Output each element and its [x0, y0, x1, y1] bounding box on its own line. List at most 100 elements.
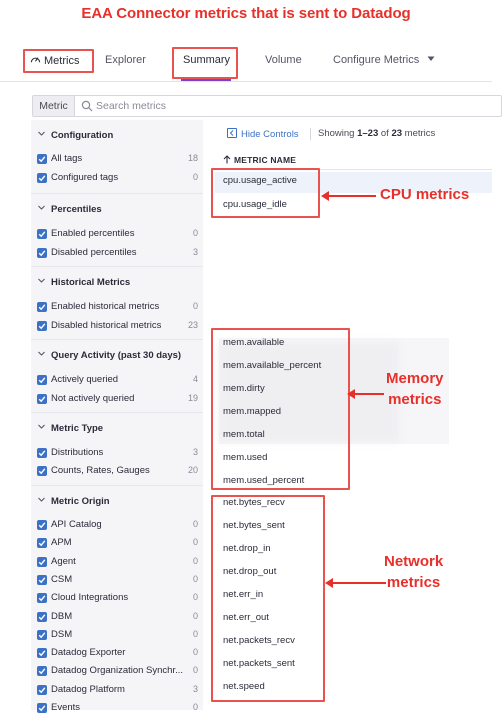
- facet-section-header[interactable]: Query Activity (past 30 days): [37, 349, 181, 361]
- facet-count: 0: [192, 592, 198, 603]
- facet-label: CSM: [51, 573, 73, 585]
- tab-configure-label: Configure Metrics: [333, 54, 420, 66]
- checkbox-checked-icon[interactable]: [37, 520, 47, 530]
- facet-section-title: Configuration: [51, 130, 114, 141]
- metric-name: mem.available_percent: [223, 360, 322, 371]
- facet-count: 0: [192, 610, 198, 621]
- metric-name: mem.used: [223, 452, 268, 463]
- checkbox-checked-icon[interactable]: [37, 593, 47, 604]
- facet-count: 0: [192, 702, 198, 712]
- facet-label: Counts, Rates, Gauges: [51, 465, 150, 476]
- selected-row-highlight: [215, 172, 492, 193]
- facet-checkbox-row[interactable]: Disabled percentiles 3: [37, 247, 198, 261]
- facet-label: Agent: [51, 555, 76, 567]
- facet-section-title: Metric Origin: [51, 496, 110, 507]
- metric-search-bar: Metric: [32, 95, 502, 117]
- facet-section-header[interactable]: Metric Type: [37, 422, 103, 434]
- facet-label: Disabled percentiles: [51, 247, 137, 258]
- checkbox-checked-icon[interactable]: [37, 466, 47, 476]
- metric-name: net.drop_in: [223, 543, 271, 554]
- checkbox-checked-icon[interactable]: [37, 666, 47, 677]
- checkbox-checked-icon[interactable]: [37, 629, 47, 640]
- checkbox-checked-icon[interactable]: [37, 375, 47, 385]
- panel-collapse-icon: [227, 128, 237, 138]
- facet-label: Disabled historical metrics: [51, 320, 162, 331]
- facet-checkbox-row[interactable]: CSM 0: [37, 574, 198, 588]
- checkbox-checked-icon[interactable]: [37, 556, 47, 567]
- metric-name-column-header[interactable]: METRIC NAME: [215, 150, 492, 170]
- facet-count: 0: [192, 573, 198, 584]
- facet-label: Configured tags: [51, 172, 119, 183]
- metric-name: net.drop_out: [223, 566, 277, 577]
- checkbox-checked-icon[interactable]: [37, 611, 47, 622]
- facet-checkbox-row[interactable]: Datadog Organization Synchr...0: [37, 665, 198, 679]
- facet-label: All tags: [51, 153, 83, 164]
- facet-section-header[interactable]: Percentiles: [37, 203, 102, 215]
- facet-section-header[interactable]: Configuration: [37, 129, 113, 141]
- facet-count: 0: [192, 537, 198, 548]
- checkbox-checked-icon[interactable]: [37, 703, 47, 713]
- tab-explorer[interactable]: Explorer: [105, 54, 146, 66]
- facet-section-header[interactable]: Historical Metrics: [37, 276, 130, 288]
- metric-name: mem.available: [223, 337, 285, 348]
- caret-down-icon: [427, 56, 435, 61]
- tab-volume[interactable]: Volume: [265, 54, 302, 66]
- facet-checkbox-row[interactable]: API Catalog 0: [37, 519, 198, 533]
- annotation-memory-line1: Memory: [386, 370, 444, 387]
- metric-name: net.err_in: [223, 589, 264, 600]
- tab-summary[interactable]: Summary: [183, 54, 231, 66]
- facet-section-header[interactable]: Metric Origin: [37, 495, 110, 507]
- facet-label: Distributions: [51, 447, 104, 458]
- hide-controls-button[interactable]: Hide Controls: [227, 128, 299, 140]
- checkbox-checked-icon[interactable]: [37, 248, 47, 258]
- checkbox-checked-icon[interactable]: [37, 448, 47, 458]
- tab-metrics[interactable]: Metrics: [30, 54, 79, 67]
- search-scope-tag[interactable]: Metric: [33, 96, 75, 116]
- facet-section-title: Metric Type: [51, 423, 104, 434]
- checkbox-checked-icon[interactable]: [37, 154, 47, 164]
- checkbox-checked-icon[interactable]: [37, 173, 47, 183]
- facet-label: DBM: [51, 610, 73, 622]
- chevron-down-icon: [38, 424, 45, 429]
- divider: [310, 128, 311, 140]
- checkbox-checked-icon[interactable]: [37, 574, 47, 585]
- checkbox-checked-icon[interactable]: [37, 684, 47, 695]
- checkbox-checked-icon[interactable]: [37, 648, 47, 659]
- metric-name: net.err_out: [223, 612, 269, 623]
- metric-name: cpu.usage_active: [223, 175, 297, 186]
- facet-label: Not actively queried: [51, 393, 135, 404]
- checkbox-checked-icon[interactable]: [37, 538, 47, 549]
- facet-checkbox-row[interactable]: APM 0: [37, 537, 198, 551]
- facet-count: 0: [192, 519, 198, 529]
- facet-section-title: Percentiles: [51, 204, 102, 215]
- checkbox-checked-icon[interactable]: [37, 394, 47, 404]
- chevron-down-icon: [38, 351, 45, 356]
- facet-label: Actively queried: [51, 374, 119, 385]
- facet-label: APM: [51, 537, 72, 549]
- arrow-left-icon: [325, 578, 386, 588]
- metric-name: net.packets_recv: [223, 635, 295, 646]
- facet-label: API Catalog: [51, 519, 102, 530]
- facet-count: 3: [192, 247, 198, 257]
- checkbox-checked-icon[interactable]: [37, 229, 47, 239]
- tab-configure-metrics[interactable]: Configure Metrics: [333, 54, 435, 66]
- checkbox-checked-icon[interactable]: [37, 321, 47, 331]
- checkbox-checked-icon[interactable]: [37, 302, 47, 312]
- search-input[interactable]: [96, 97, 396, 115]
- facet-checkbox-row[interactable]: DBM 0: [37, 611, 198, 625]
